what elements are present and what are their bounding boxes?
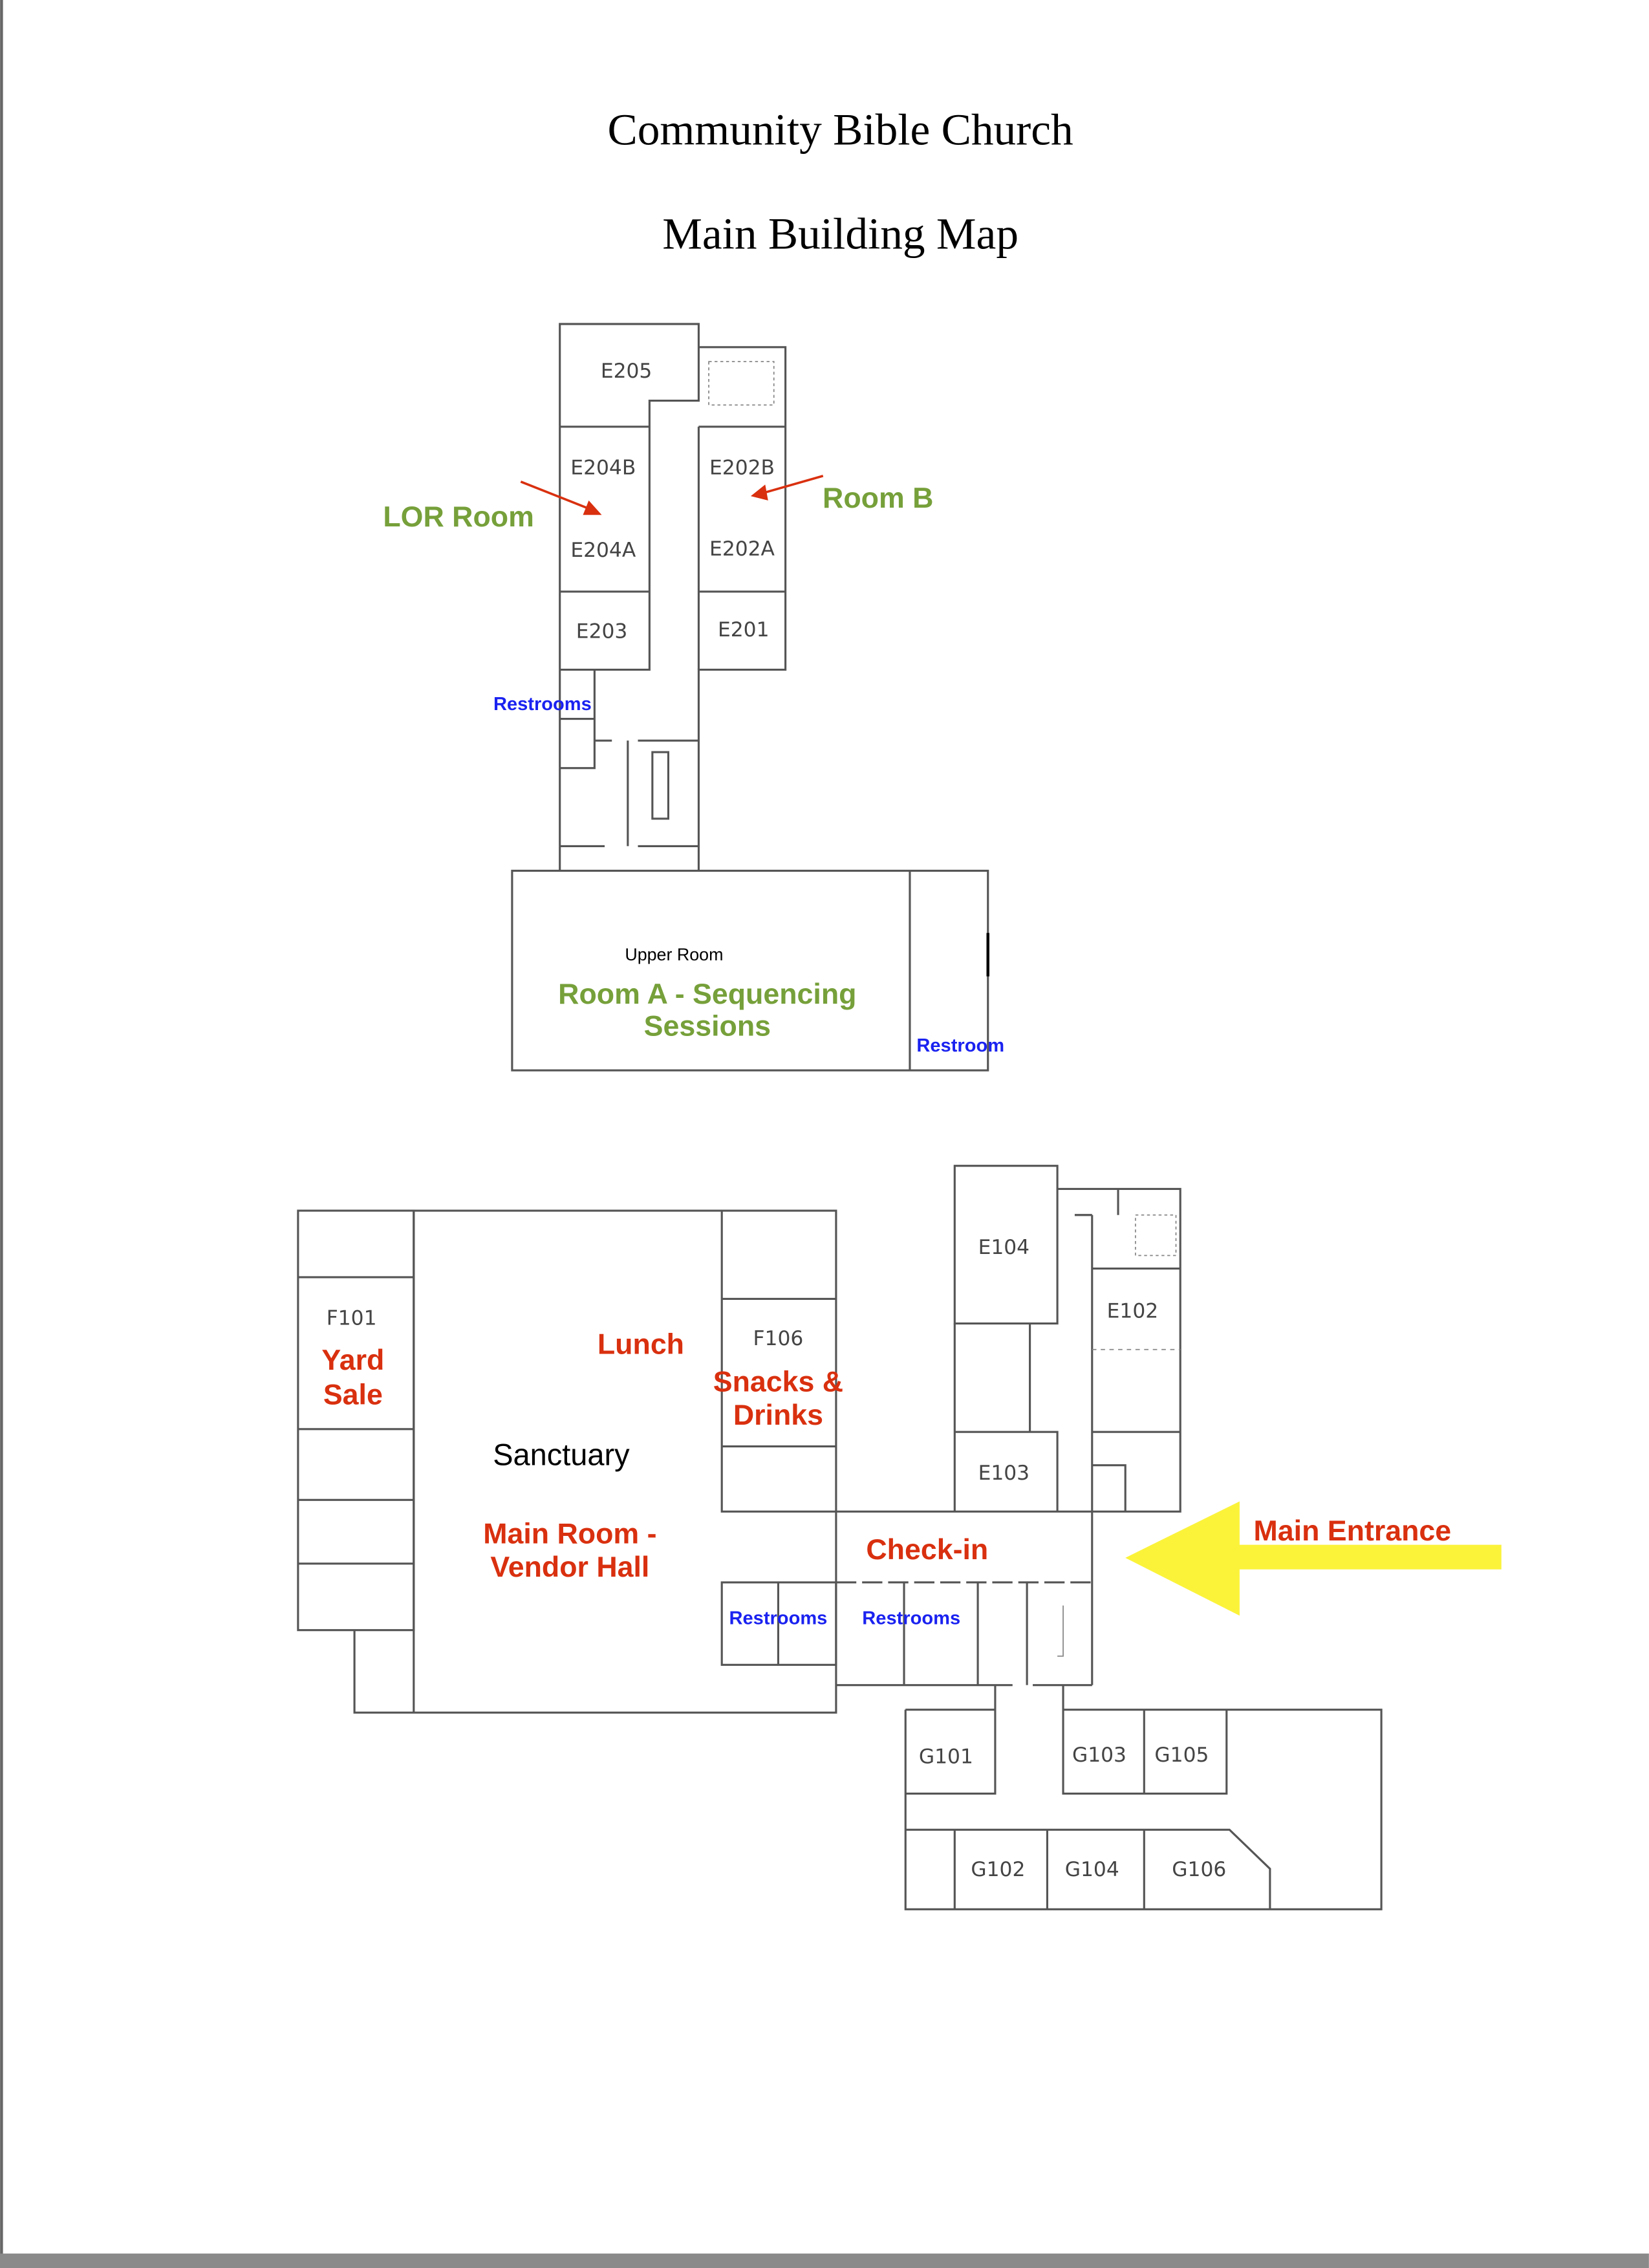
room-g103: G103 (1072, 1744, 1126, 1767)
upper-building: E205 E204B E204A E203 E202B E202A E201 L… (383, 323, 1004, 1072)
restrooms-label-right: Restrooms (862, 1608, 960, 1629)
page-subtitle: Main Building Map (662, 209, 1018, 259)
main-room-label: Main Room - (483, 1518, 656, 1550)
room-b-label: Room B (823, 482, 933, 514)
main-room-label-2: Vendor Hall (490, 1551, 649, 1583)
restrooms-label-left: Restrooms (729, 1608, 828, 1629)
room-g104: G104 (1065, 1858, 1119, 1881)
room-e202b: E202B (709, 457, 775, 480)
snacks-label-2: Drinks (733, 1399, 823, 1431)
room-g102: G102 (971, 1858, 1025, 1881)
upper-room-label: Upper Room (625, 945, 723, 964)
arrow-icon (520, 481, 602, 515)
page-bottom-edge (0, 2253, 1649, 2268)
room-g101: G101 (919, 1745, 973, 1768)
room-a-label-2: Sessions (644, 1010, 771, 1042)
lunch-label: Lunch (598, 1328, 684, 1360)
check-in-label: Check-in (866, 1534, 988, 1566)
restroom-label: Restroom (916, 1035, 1004, 1056)
yard-sale-label: Yard (321, 1345, 384, 1376)
room-e205: E205 (601, 360, 652, 383)
lower-building: F101 F106 E104 E102 E103 G101 G103 G105 … (297, 1165, 1502, 1910)
room-e204b: E204B (570, 457, 636, 480)
room-e102: E102 (1107, 1300, 1159, 1323)
room-e104: E104 (978, 1236, 1030, 1259)
room-e204a: E204A (570, 539, 636, 562)
room-f101: F101 (327, 1307, 377, 1330)
restrooms-label: Restrooms (493, 694, 592, 715)
room-e201: E201 (718, 618, 770, 642)
main-entrance-arrow-icon (1125, 1501, 1502, 1616)
room-g106: G106 (1172, 1858, 1226, 1881)
yard-sale-label-2: Sale (323, 1379, 383, 1411)
room-e103: E103 (978, 1462, 1030, 1485)
room-g105: G105 (1154, 1744, 1209, 1767)
room-f106: F106 (753, 1327, 804, 1350)
main-entrance-label: Main Entrance (1254, 1515, 1452, 1547)
sanctuary-label: Sanctuary (493, 1438, 630, 1472)
room-e203: E203 (576, 620, 628, 643)
snacks-label: Snacks & (713, 1366, 843, 1398)
room-e202a: E202A (709, 537, 775, 561)
page-title: Community Bible Church (607, 105, 1073, 155)
arrow-icon (750, 475, 824, 501)
lor-room-label: LOR Room (383, 501, 534, 533)
room-a-label: Room A - Sequencing (558, 978, 856, 1010)
